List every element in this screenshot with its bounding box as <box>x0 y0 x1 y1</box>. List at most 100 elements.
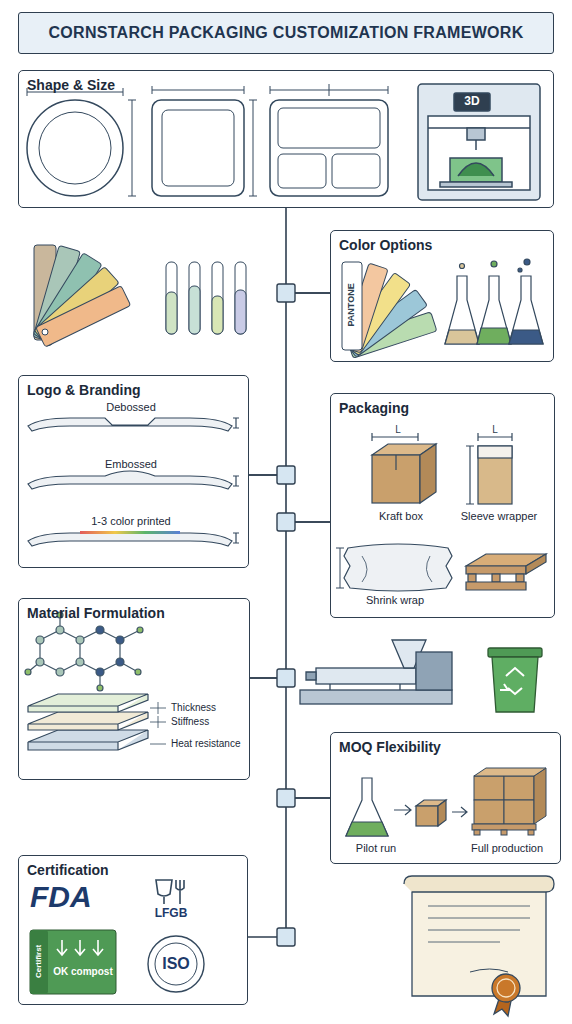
shrink-wrap-part <box>336 548 344 588</box>
icon-label: LFGB <box>148 907 194 920</box>
section-box: Shape & Size <box>18 70 554 208</box>
icon-label: L <box>487 424 503 435</box>
test-tubes-part <box>235 262 246 334</box>
certificate-scroll-part <box>492 974 520 1002</box>
compartment-tray-part <box>278 154 326 188</box>
3d-printer-part <box>428 116 530 190</box>
round-plate-part <box>128 100 136 196</box>
injection-machine-part <box>306 672 316 680</box>
material-layers <box>28 694 166 750</box>
icon-label: PANTONE <box>347 265 357 345</box>
kraft-box <box>372 433 436 503</box>
pallet-load-part <box>504 800 534 824</box>
test-tubes-part <box>166 262 177 334</box>
lfgb-icon-part <box>176 880 184 904</box>
certificate-scroll-part <box>470 969 508 972</box>
compartment-tray-part <box>332 154 380 188</box>
spine-connector <box>248 798 330 937</box>
compartment-tray-part <box>278 108 380 148</box>
molecule-part-part <box>76 636 84 644</box>
pallet <box>466 554 546 590</box>
molecule-part <box>96 626 124 676</box>
iso-seal-part <box>148 936 204 992</box>
test-tubes-part <box>189 286 200 334</box>
test-tubes-part <box>212 296 223 334</box>
round-plate <box>27 88 136 196</box>
lfgb-icon-part <box>156 880 172 904</box>
icon-label: Certifirst <box>35 931 44 991</box>
pallet-load <box>472 768 546 835</box>
pallet-load-part <box>534 768 546 824</box>
swatch-fan-part <box>36 286 131 347</box>
square-tray-part <box>249 100 257 196</box>
injection-machine-part <box>330 684 400 690</box>
section-box: Logo & BrandingDebossedEmbossed1-3 color… <box>18 375 249 568</box>
lfgb-icon <box>156 880 184 904</box>
injection-machine-part <box>300 690 452 704</box>
pigment-flasks-part <box>477 276 511 344</box>
icon-label: L <box>390 424 406 435</box>
molecule-part-part <box>56 668 64 676</box>
item-label: Thickness <box>171 702 216 714</box>
kraft-box-part <box>420 444 436 503</box>
molecule-part-part <box>25 669 31 675</box>
sleeve-wrapper <box>466 433 512 504</box>
item-label: 1-3 color printed <box>19 515 243 528</box>
pallet-load-part <box>474 800 504 824</box>
section-box: PackagingKraft boxSleeve wrapperShrink w… <box>330 393 555 618</box>
sleeve-wrapper-part <box>478 446 512 458</box>
embossed-plate <box>28 471 239 489</box>
test-tubes-part <box>166 292 177 334</box>
pigment-flasks-part <box>518 268 522 272</box>
certificate-scroll-part <box>404 876 554 892</box>
debossed-plate <box>28 418 239 431</box>
section-heading: Color Options <box>339 237 432 253</box>
molecule-part-part <box>56 626 64 634</box>
junction-square <box>277 513 295 531</box>
pigment-flasks-part <box>460 264 465 269</box>
material-layers-part <box>28 712 148 730</box>
shrink-wrap <box>336 544 452 591</box>
embossed-plate-part <box>28 471 232 489</box>
pilot-flask <box>346 778 411 836</box>
sleeve-wrapper-part <box>466 446 474 504</box>
spine-connector <box>249 293 330 475</box>
molecule-part-part <box>116 658 124 666</box>
section-box: Certification <box>18 855 248 1005</box>
square-tray-part <box>162 110 234 186</box>
kraft-box-part <box>395 455 396 470</box>
icon-label: FDA <box>30 880 92 913</box>
kraft-box-part <box>372 455 420 503</box>
section-box: MOQ FlexibilityPilot runFull production <box>330 732 561 864</box>
pilot-flask-part <box>394 805 411 815</box>
square-tray <box>152 86 257 196</box>
3d-printer-part <box>458 163 494 176</box>
pallet-part <box>516 574 524 582</box>
pilot-flask-part <box>346 822 388 836</box>
injection-machine <box>300 640 452 704</box>
icon-label: OK compost <box>49 966 117 977</box>
3d-printer-part <box>440 182 512 187</box>
molecule-part-part <box>97 685 103 691</box>
pallet-part <box>492 574 500 582</box>
compartment-tray-part <box>329 84 330 96</box>
ok-compost-mark-part <box>57 940 103 955</box>
icon-label: ISO <box>156 955 196 973</box>
printed-plate-part <box>80 531 180 534</box>
test-tubes-part <box>189 262 200 334</box>
debossed-plate-part <box>28 418 232 431</box>
section-box: Color Options <box>330 230 554 362</box>
iso-seal <box>148 936 204 992</box>
compartment-tray <box>270 84 388 196</box>
material-layers-part <box>28 730 148 750</box>
pallet-load-part <box>474 776 504 800</box>
pantone-fan-part <box>342 262 362 350</box>
section-heading: Certification <box>27 862 109 878</box>
pigment-flasks-part <box>509 330 543 344</box>
pigment-flasks-part <box>445 276 479 344</box>
section-heading: Packaging <box>339 400 409 416</box>
test-tubes-part <box>212 262 223 334</box>
material-layers-part <box>28 694 148 712</box>
junction-square <box>277 928 295 946</box>
